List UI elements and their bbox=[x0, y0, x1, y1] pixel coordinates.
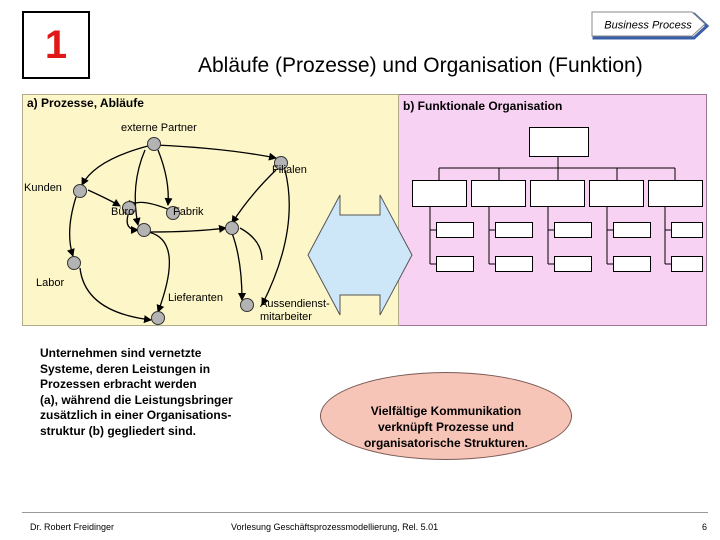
org-box-unit-1b bbox=[436, 256, 474, 272]
node-labor bbox=[67, 256, 81, 270]
node-buero bbox=[122, 201, 136, 215]
communication-text: Vielfältige Kommunikation verknüpft Proz… bbox=[363, 404, 529, 450]
label-filialen: Filialen bbox=[272, 164, 307, 176]
org-box-unit-4a bbox=[613, 222, 651, 238]
label-labor: Labor bbox=[36, 277, 65, 289]
label-externe-partner: externe Partner bbox=[121, 122, 197, 134]
business-process-badge: Business Process bbox=[591, 11, 710, 40]
node-center bbox=[137, 223, 151, 237]
org-box-dept-5 bbox=[648, 180, 703, 207]
org-box-unit-4b bbox=[613, 256, 651, 272]
org-box-unit-5a bbox=[671, 222, 703, 238]
communication-ellipse: Vielfältige Kommunikation verknüpft Proz… bbox=[320, 372, 572, 460]
label-aussendienst: Aussendienst- mitarbeiter bbox=[260, 298, 330, 323]
label-kunden: Kunden bbox=[24, 182, 62, 194]
label-fabrik: Fabrik bbox=[173, 206, 204, 218]
org-box-dept-1 bbox=[412, 180, 467, 207]
org-box-unit-3a bbox=[554, 222, 592, 238]
node-kunden bbox=[73, 184, 87, 198]
label-buero: Büro bbox=[111, 206, 135, 218]
process-panel-label: a) Prozesse, Abläufe bbox=[27, 96, 144, 110]
node-externe-partner bbox=[147, 137, 161, 151]
org-box-top bbox=[529, 127, 589, 157]
slide-number: 1 bbox=[44, 23, 68, 67]
body-text: Unternehmen sind vernetzte Systeme, dere… bbox=[40, 346, 233, 438]
node-fabrik-right bbox=[225, 221, 239, 235]
footer-course: Vorlesung Geschäftsprozessmodellierung, … bbox=[231, 522, 439, 532]
node-lieferanten bbox=[151, 311, 165, 325]
slide-number-box: 1 bbox=[22, 11, 90, 79]
node-aussendienst bbox=[240, 298, 254, 312]
org-box-unit-2b bbox=[495, 256, 533, 272]
org-box-unit-1a bbox=[436, 222, 474, 238]
footer-author: Dr. Robert Freidinger bbox=[30, 522, 115, 532]
footer-page-number: 6 bbox=[702, 522, 708, 532]
slide-title: Abläufe (Prozesse) und Organisation (Fun… bbox=[198, 54, 643, 77]
org-box-dept-4 bbox=[589, 180, 644, 207]
label-lieferanten: Lieferanten bbox=[168, 292, 224, 304]
node-filialen bbox=[274, 156, 288, 170]
org-box-dept-2 bbox=[471, 180, 526, 207]
organisation-panel-label: b) Funktionale Organisation bbox=[403, 99, 563, 113]
footer-divider bbox=[22, 512, 708, 513]
org-box-dept-3 bbox=[530, 180, 585, 207]
org-box-unit-5b bbox=[671, 256, 703, 272]
org-box-unit-2a bbox=[495, 222, 533, 238]
org-box-unit-3b bbox=[554, 256, 592, 272]
business-process-label: Business Process bbox=[604, 20, 692, 32]
node-fabrik bbox=[166, 206, 180, 220]
